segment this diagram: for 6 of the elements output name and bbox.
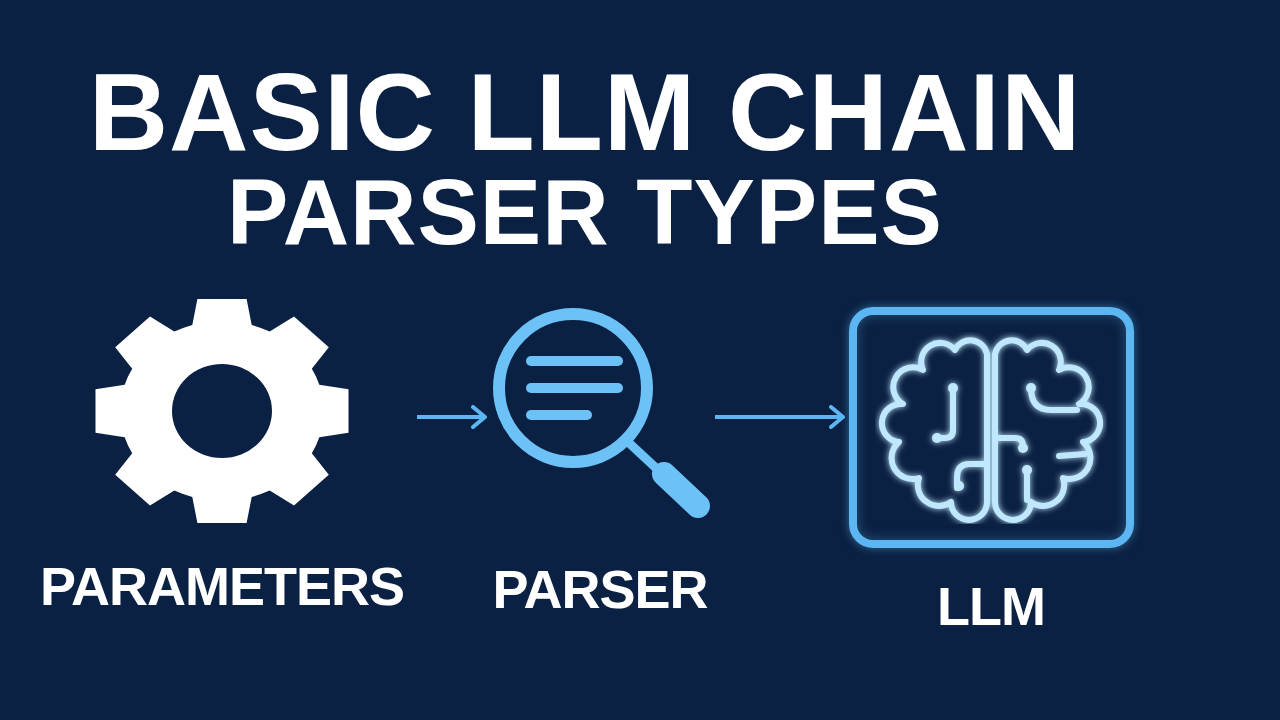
node-label: PARSER	[492, 562, 708, 616]
node-label: PARAMETERS	[40, 559, 404, 613]
arrow	[417, 405, 487, 429]
arrow	[715, 405, 845, 429]
title: BASIC LLM CHAIN PARSER TYPES	[87, 62, 1083, 262]
node-label: LLM	[937, 579, 1045, 633]
